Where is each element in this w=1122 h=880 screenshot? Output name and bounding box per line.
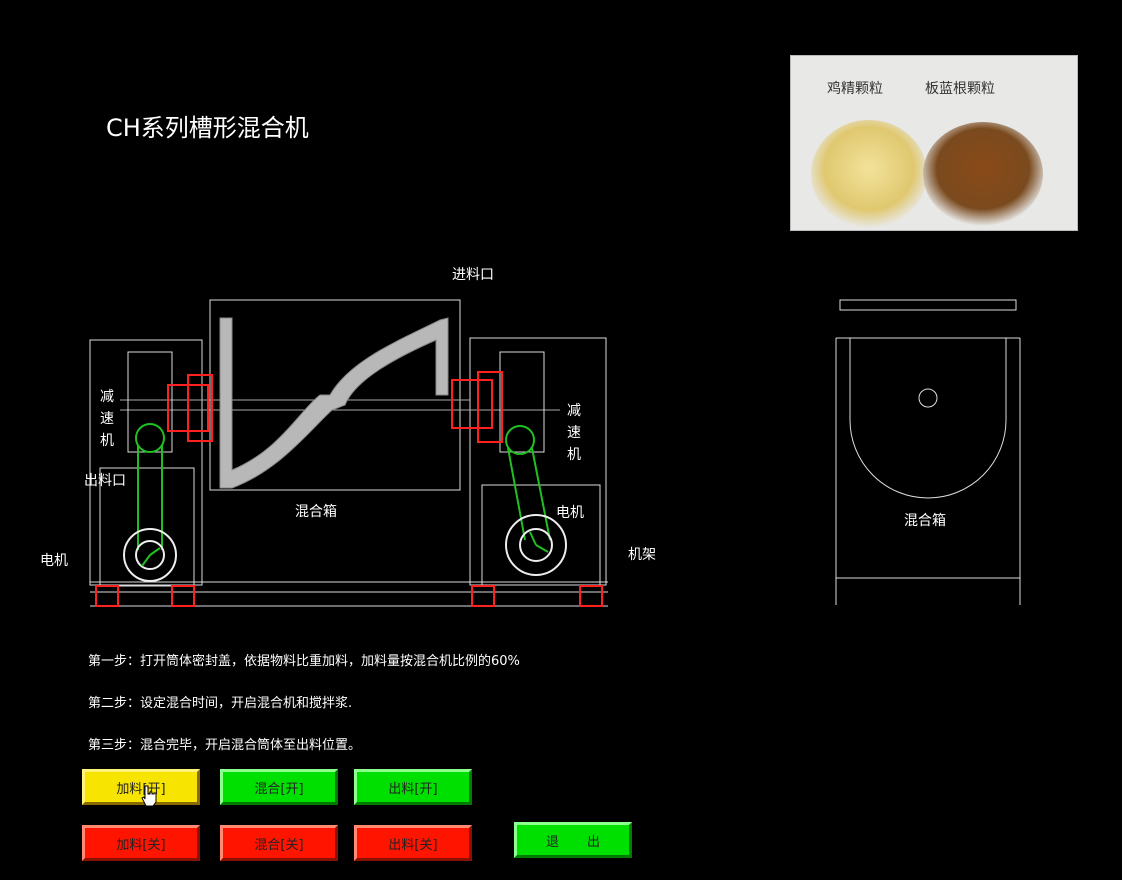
mixer-diagram <box>89 299 1021 607</box>
mix-off-button[interactable]: 混合[关] <box>220 825 338 861</box>
page-title: CH系列槽形混合机 <box>106 114 309 142</box>
step-3: 第三步：混合完毕，开启混合筒体至出料位置。 <box>88 738 362 753</box>
granule-photo: 鸡精颗粒 板蓝根颗粒 <box>790 55 1078 231</box>
step-2: 第二步：设定混合时间，开启混合机和搅拌浆. <box>88 696 353 711</box>
label-frame: 机架 <box>628 547 656 563</box>
label-reducer-left: 减速机 <box>100 389 114 449</box>
label-motor-left: 电机 <box>40 553 68 569</box>
label-reducer-right: 减速机 <box>567 403 581 463</box>
discharge-off-button[interactable]: 出料[关] <box>354 825 472 861</box>
label-motor-right: 电机 <box>556 505 584 521</box>
discharge-on-button[interactable]: 出料[开] <box>354 769 472 805</box>
mix-on-button[interactable]: 混合[开] <box>220 769 338 805</box>
exit-button[interactable]: 退出 <box>514 822 632 858</box>
label-outlet: 出料口 <box>84 473 126 489</box>
label-inlet: 进料口 <box>452 267 494 283</box>
label-side-mixing-box: 混合箱 <box>904 513 946 529</box>
hand-pointer-icon <box>141 785 157 807</box>
photo-label-chicken-essence: 鸡精颗粒 <box>827 81 883 97</box>
photo-label-isatis-root: 板蓝根颗粒 <box>925 81 995 97</box>
step-1: 第一步：打开筒体密封盖，依据物料比重加料，加料量按混合机比例的60% <box>88 654 520 669</box>
label-mixing-box: 混合箱 <box>295 504 337 520</box>
feed-off-button[interactable]: 加料[关] <box>82 825 200 861</box>
feed-on-button[interactable]: 加料[开] <box>82 769 200 805</box>
granule-piles-image <box>811 120 1043 228</box>
